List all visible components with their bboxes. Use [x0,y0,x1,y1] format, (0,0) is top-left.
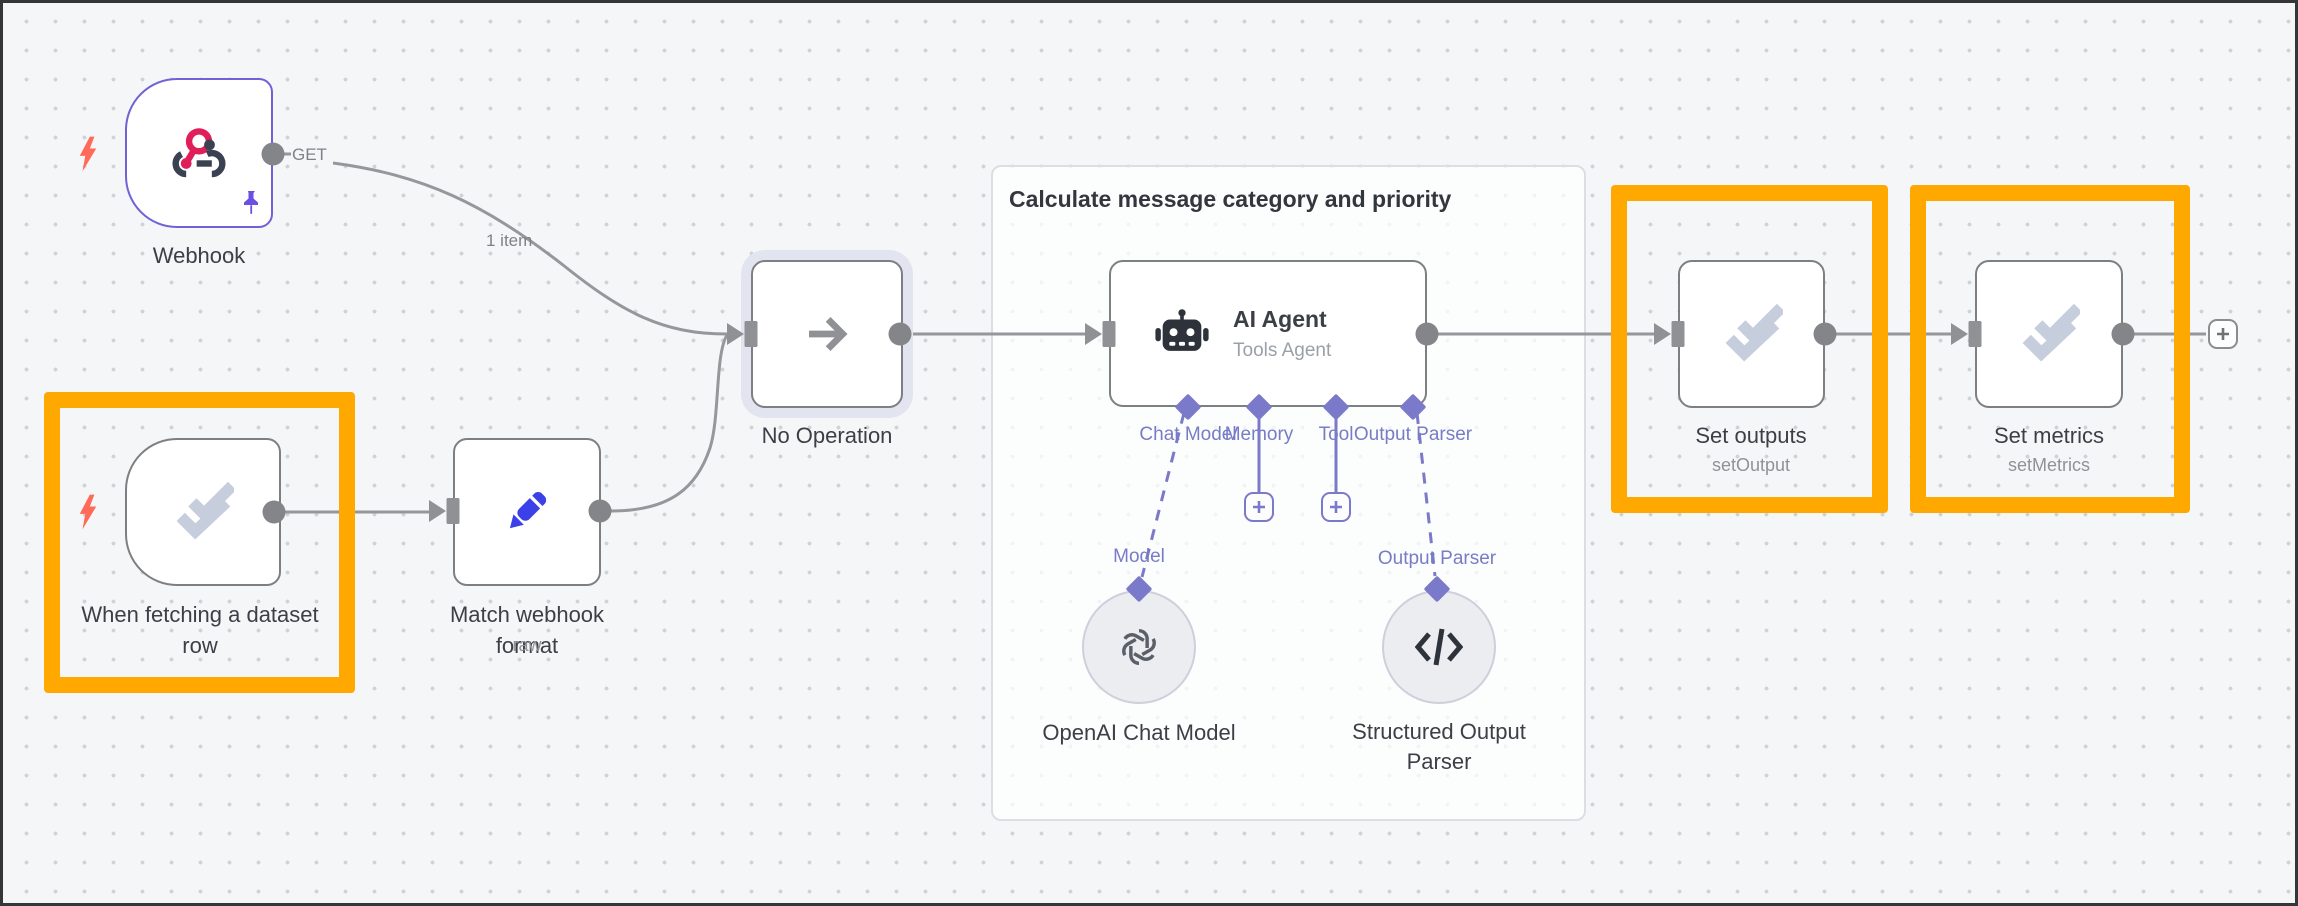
code-icon [1415,628,1463,666]
input-arrow-match [429,500,446,522]
plus-icon [1330,501,1342,513]
port-label-model: Model [1113,546,1165,567]
input-arrow-noop [727,323,744,345]
input-arrow-set-metrics [1951,323,1968,345]
node-set-outputs[interactable] [1678,260,1825,408]
ai-agent-subtitle: Tools Agent [1233,339,1332,361]
port-label-output-parser: Output Parser [1353,424,1473,445]
node-sublabel-set-metrics: setMetrics [2007,455,2090,475]
node-label-webhook: Webhook [152,243,246,268]
double-check-icon [1725,303,1783,362]
webhook-icon [172,128,226,178]
trigger-bolt-icon [79,494,97,530]
node-webhook[interactable] [125,78,273,228]
pencil-icon [509,492,547,529]
node-label-set-outputs: Set outputs [1695,423,1807,448]
robot-icon [1155,308,1209,351]
arrow-right-icon [809,316,848,352]
node-label-openai: OpenAI Chat Model [1042,720,1236,745]
plus-icon [2217,328,2229,340]
node-match-webhook-format[interactable] [453,438,601,586]
add-memory-button[interactable] [1244,492,1274,522]
node-sublabel-set-outputs: setOutput [1711,455,1791,475]
group-title: Calculate message category and priority [1009,186,1452,212]
add-tool-button[interactable] [1321,492,1351,522]
node-no-operation[interactable] [751,260,903,408]
input-arrow-set-outputs [1654,323,1671,345]
node-label-match-format: Match webhook format [449,602,605,658]
node-label-when-fetching: When fetching a dataset row [81,602,319,658]
node-set-metrics[interactable] [1975,260,2123,408]
node-label-noop: No Operation [761,423,893,448]
node-structured-output-parser[interactable] [1382,590,1496,704]
double-check-icon [2022,303,2080,362]
trigger-bolt-icon [79,136,97,172]
edge-match-to-noop [610,334,729,513]
pin-icon [244,191,258,214]
ai-agent-title: AI Agent [1233,305,1327,332]
node-ai-agent[interactable]: AI Agent Tools Agent [1109,260,1427,407]
port-label-output-parser-circle: Output Parser [1377,548,1497,569]
double-check-icon [176,481,234,540]
webhook-item-count-label: 1 item [486,231,533,250]
node-label-set-metrics: Set metrics [1993,423,2105,448]
add-node-button[interactable] [2208,319,2238,349]
plus-icon [1253,501,1265,513]
node-label-parser: Structured Output Parser [1352,719,1526,774]
node-when-fetching-dataset-row[interactable] [125,438,281,586]
node-openai-chat-model[interactable] [1082,590,1196,704]
webhook-method-label: GET [292,145,327,164]
openai-icon [1122,628,1156,666]
node-sublabel-match-format: raw [512,635,542,655]
